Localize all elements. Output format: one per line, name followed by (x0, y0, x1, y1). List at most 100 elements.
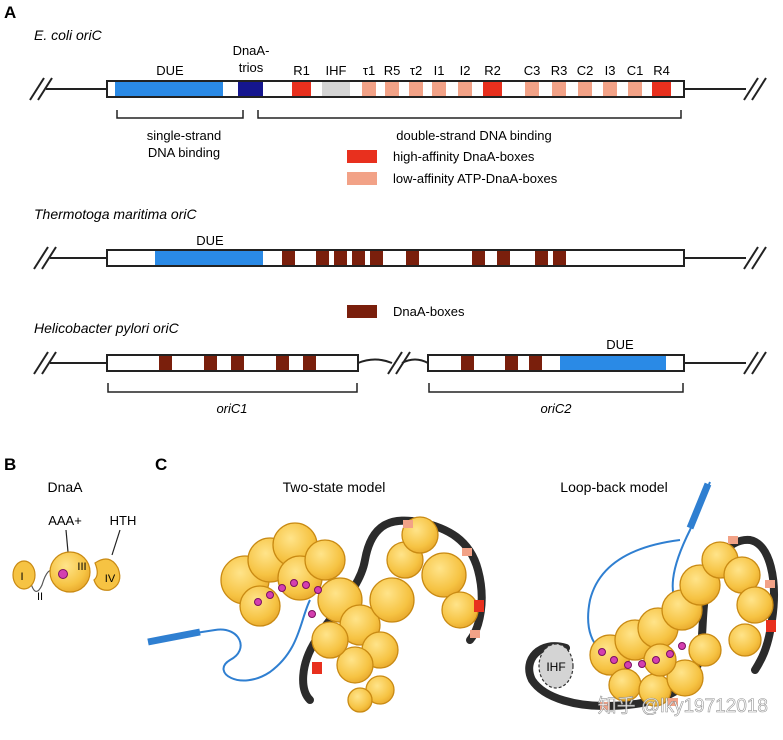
tm-title: Thermotoga maritima oriC (34, 206, 197, 222)
ss-binding-label-1: single-strand (147, 128, 221, 143)
domain-i-label: I (20, 571, 23, 583)
ecoli-box-high (292, 82, 311, 96)
ecoli-box-label: τ1 (363, 63, 375, 78)
panel-c-label: C (155, 455, 167, 474)
loop-back-atp-sites (598, 642, 686, 669)
domain-i (12, 560, 36, 590)
legend-low-swatch (347, 172, 377, 185)
hp-dnaa-box (231, 356, 244, 370)
two-state-ssdna-tail (147, 628, 201, 646)
two-state-high-box (474, 600, 484, 612)
panel-a-label: A (4, 3, 16, 22)
tm-due-region (155, 251, 263, 265)
ecoli-box-label: I3 (605, 63, 616, 78)
tm-dnaa-box (352, 251, 365, 265)
two-state-model (147, 516, 486, 713)
loop-back-low-box (600, 702, 610, 710)
tm-dnaa-boxes (282, 251, 566, 265)
tm-dnaa-box (472, 251, 485, 265)
two-state-dnaa-boxes (312, 520, 484, 674)
ecoli-box-low (552, 82, 566, 96)
tm-dnaa-box (535, 251, 548, 265)
ecoli-box-label: C1 (627, 63, 644, 78)
panel-b-label: B (4, 455, 16, 474)
aaa-label: AAA+ (48, 513, 82, 528)
dnaa-trios-label-1: DnaA- (233, 43, 270, 58)
hp-dnaa-box (159, 356, 172, 370)
ecoli-box-label: R4 (653, 63, 670, 78)
ecoli-box-high (483, 82, 502, 96)
dnaa-title: DnaA (47, 479, 83, 495)
ecoli-title: E. coli oriC (34, 27, 103, 43)
ecoli-box-label: R5 (384, 63, 401, 78)
ecoli-right-break (684, 77, 767, 101)
ecoli-box-ihf (322, 82, 350, 96)
hp-dnaa-box (505, 356, 518, 370)
ecoli-box-label: C3 (524, 63, 541, 78)
ecoli-box-label: C2 (577, 63, 594, 78)
ecoli-box-label: R3 (551, 63, 568, 78)
panel-c: C Two-state model Loop-back model (147, 455, 778, 713)
ecoli-box-low (458, 82, 472, 96)
domain-ii-label: II (37, 591, 43, 603)
ihf-label: IHF (546, 660, 565, 674)
legend-high-swatch (347, 150, 377, 163)
two-state-title: Two-state model (283, 479, 386, 495)
oric1-label: oriC1 (216, 401, 247, 416)
legend-dnaa-swatch (347, 305, 377, 318)
ecoli-box-label: IHF (326, 63, 347, 78)
ecoli-box-low (603, 82, 617, 96)
hp-dnaa-box (303, 356, 316, 370)
ecoli-box-low (525, 82, 539, 96)
domain-iii-label: III (77, 561, 86, 573)
watermark: 知乎 @lky19712018 (598, 695, 768, 717)
legend-dnaa-label: DnaA-boxes (393, 304, 465, 319)
two-state-ssdna (149, 599, 311, 682)
ecoli-box-label: I2 (460, 63, 471, 78)
domain-iv-hth (93, 558, 121, 591)
hp-dnaa-box (461, 356, 474, 370)
ecoli-box-label: I1 (434, 63, 445, 78)
hth-label: HTH (110, 513, 137, 528)
ecoli-box-low (578, 82, 592, 96)
legend-low-label: low-affinity ATP-DnaA-boxes (393, 171, 558, 186)
two-state-low-box (403, 520, 413, 528)
tm-dnaa-box (370, 251, 383, 265)
oric1-bracket (107, 383, 358, 393)
tm-dnaa-box (334, 251, 347, 265)
ihf-protein (538, 643, 574, 689)
tm-right-break (684, 246, 767, 270)
loop-back-high-box (766, 620, 776, 632)
legend-high-label: high-affinity DnaA-boxes (393, 149, 535, 164)
ecoli-box-low (385, 82, 399, 96)
ecoli-box-label: τ2 (410, 63, 422, 78)
two-state-protein-cluster (220, 516, 479, 713)
panel-b: B DnaA AAA+ HTH I II III IV (4, 455, 136, 603)
ds-binding-bracket (257, 110, 682, 119)
ecoli-dnaa-boxes: R1 IHF τ1 R5 τ2 I1 I2 R2 C3 R3 C2 I3 C1 R4 (292, 63, 671, 96)
loop-back-low-box (728, 536, 738, 544)
hp-title: Helicobacter pylori oriC (34, 320, 180, 336)
loop-back-low-box (668, 698, 678, 706)
loop-back-title: Loop-back model (560, 479, 667, 495)
ecoli-box-low (628, 82, 642, 96)
atp-site (58, 569, 68, 579)
hp-dnaa-box (529, 356, 542, 370)
loop-back-dnaa-boxes (600, 536, 776, 710)
ecoli-due-label: DUE (156, 63, 184, 78)
ss-binding-label-2: DNA binding (148, 145, 220, 160)
tm-left-break (33, 246, 107, 270)
ecoli-dnaa-trios (238, 82, 263, 96)
hp-breaks (33, 351, 767, 375)
hp-due-label: DUE (606, 337, 634, 352)
tm-dnaa-box (553, 251, 566, 265)
ecoli-box-label: R2 (484, 63, 501, 78)
loop-back-model: IHF (525, 481, 778, 711)
two-state-low-box (470, 630, 480, 638)
loop-back-low-box (765, 580, 775, 588)
two-state-high-box (312, 662, 322, 674)
ecoli-box-label: R1 (293, 63, 310, 78)
ecoli-box-high (652, 82, 671, 96)
